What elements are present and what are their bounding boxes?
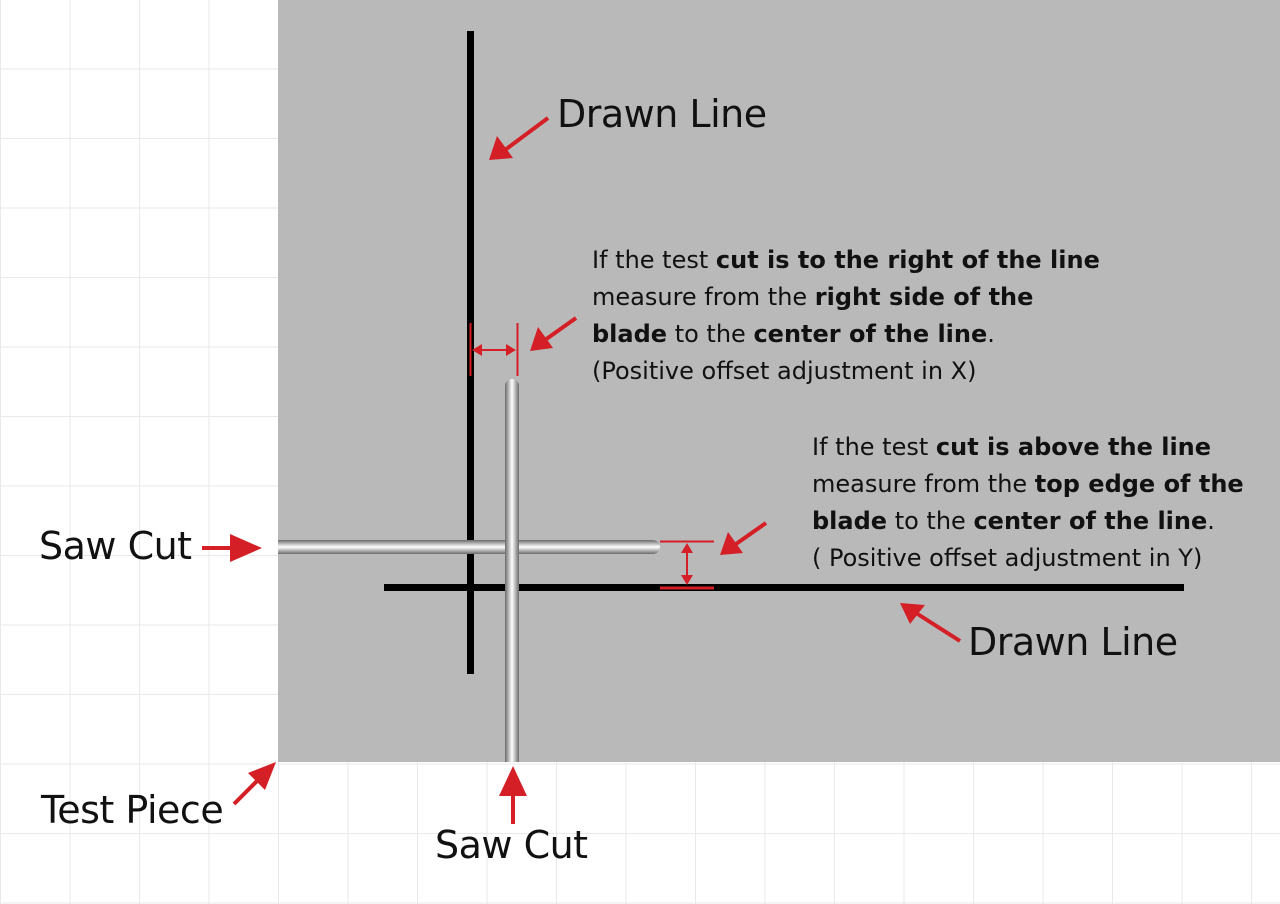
note-y-line-4: ( Positive offset adjustment in Y) (812, 544, 1203, 572)
test-piece (278, 0, 1280, 762)
arrow-saw-cut-left (202, 534, 262, 562)
arrow-saw-cut-bottom (499, 766, 527, 824)
note-y-line-1: If the test cut is above the line (812, 433, 1212, 461)
arrow-test-piece (232, 762, 276, 806)
drawn-line-horizontal (384, 584, 1184, 591)
saw-cut-bottom-label: Saw Cut (435, 823, 588, 867)
drawn-line-top-label: Drawn Line (557, 92, 767, 136)
drawn-line-bottom-label: Drawn Line (968, 620, 1178, 664)
note-x-line-1: If the test cut is to the right of the l… (592, 246, 1100, 274)
drawn-line-vertical (467, 31, 474, 674)
note-offset-x: If the test cut is to the right of the l… (592, 242, 1100, 390)
saw-cut-left-label: Saw Cut (39, 524, 192, 568)
note-offset-y: If the test cut is above the line measur… (812, 429, 1244, 577)
note-x-line-2: measure from the right side of the (592, 283, 1034, 311)
note-y-line-2: measure from the top edge of the (812, 470, 1244, 498)
note-x-line-4: (Positive offset adjustment in X) (592, 357, 977, 385)
test-piece-label: Test Piece (41, 788, 224, 832)
note-y-line-3: blade to the center of the line. (812, 507, 1215, 535)
note-x-line-3: blade to the center of the line. (592, 320, 995, 348)
